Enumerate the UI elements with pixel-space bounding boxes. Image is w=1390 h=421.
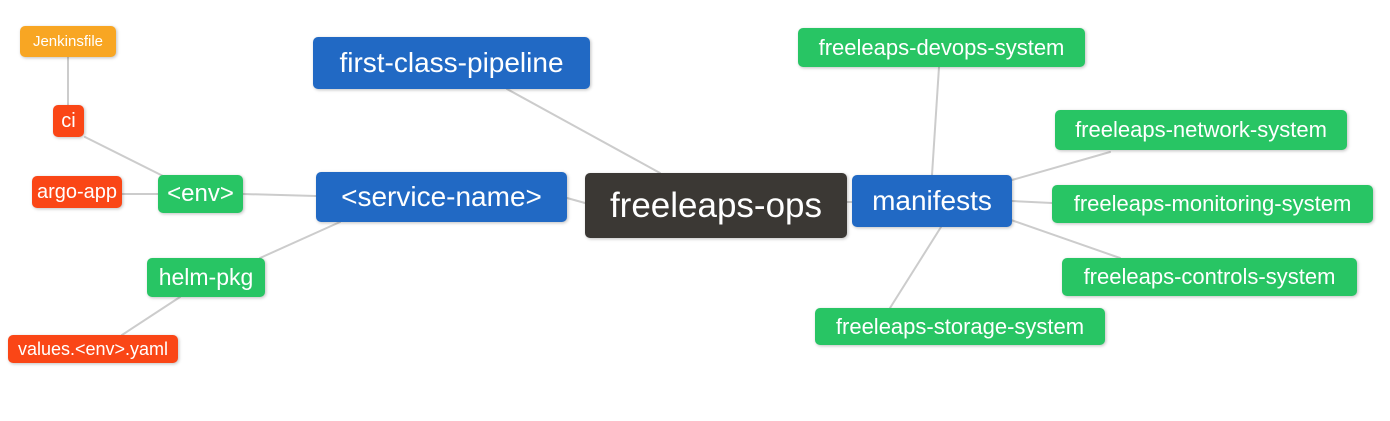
edge-manifests-freeleaps-network-system xyxy=(1011,151,1111,181)
node-service-name[interactable]: <service-name> xyxy=(316,172,567,222)
node-manifests[interactable]: manifests xyxy=(852,175,1012,227)
node-values-env-yaml[interactable]: values.<env>.yaml xyxy=(8,335,178,363)
edge-manifests-freeleaps-storage-system xyxy=(889,226,942,309)
node-freeleaps-devops-system[interactable]: freeleaps-devops-system xyxy=(798,28,1085,67)
edge-ci-env xyxy=(84,136,164,177)
edge-values-env-yaml-helm-pkg xyxy=(121,296,181,336)
node-argo-app[interactable]: argo-app xyxy=(32,176,122,208)
node-freeleaps-network-system[interactable]: freeleaps-network-system xyxy=(1055,110,1347,150)
node-freeleaps-storage-system[interactable]: freeleaps-storage-system xyxy=(815,308,1105,345)
node-helm-pkg[interactable]: helm-pkg xyxy=(147,258,265,297)
edge-manifests-freeleaps-devops-system xyxy=(931,66,940,176)
edge-service-name-freeleaps-ops xyxy=(566,197,586,204)
node-env[interactable]: <env> xyxy=(158,175,243,213)
node-ci[interactable]: ci xyxy=(53,105,84,137)
node-first-class-pipeline[interactable]: first-class-pipeline xyxy=(313,37,590,89)
node-jenkinsfile[interactable]: Jenkinsfile xyxy=(20,26,116,57)
edge-manifests-freeleaps-monitoring-system xyxy=(1011,200,1053,204)
edge-manifests-freeleaps-controls-system xyxy=(1010,219,1121,259)
node-freeleaps-monitoring-system[interactable]: freeleaps-monitoring-system xyxy=(1052,185,1373,223)
node-freeleaps-ops[interactable]: freeleaps-ops xyxy=(585,173,847,238)
edge-helm-pkg-service-name xyxy=(259,221,341,259)
edge-first-class-pipeline-freeleaps-ops xyxy=(506,88,661,174)
edge-env-service-name xyxy=(242,193,317,197)
node-freeleaps-controls-system[interactable]: freeleaps-controls-system xyxy=(1062,258,1357,296)
